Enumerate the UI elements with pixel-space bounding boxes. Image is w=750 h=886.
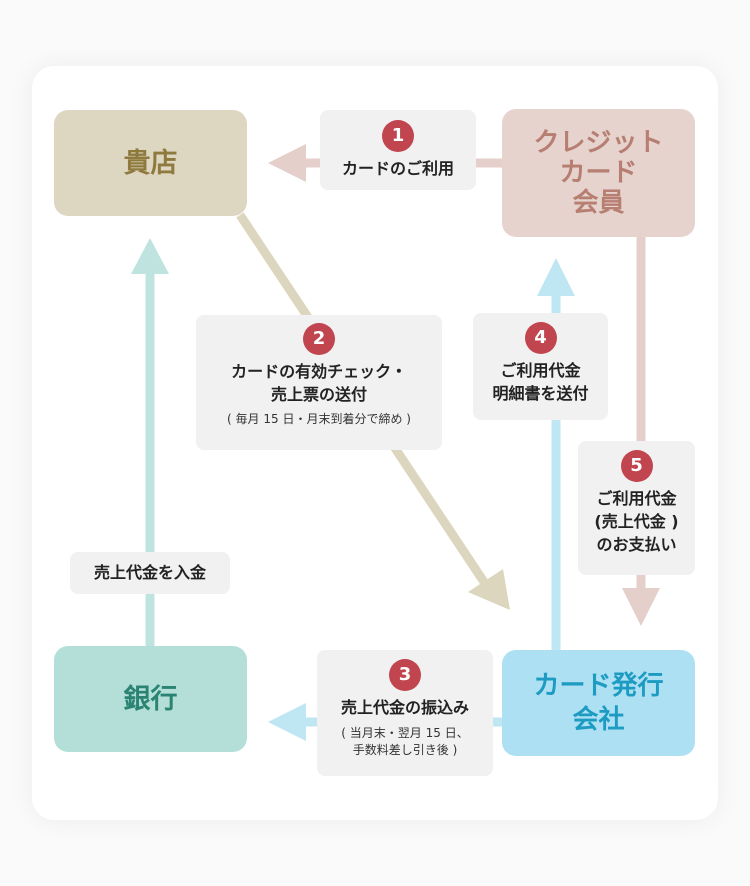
step-1-text: カードのご利用 [341, 159, 454, 178]
cardholder-label: クレジット カード 会員 [533, 128, 664, 218]
step-2-badge: 2 [303, 323, 335, 355]
bank-label: 銀行 [123, 683, 178, 715]
step-3-text: 売上代金の振込み [340, 698, 469, 717]
step-3-label: 3 売上代金の振込み ( 当月末・翌月 15 日、 手数料差し引き後 ) [317, 650, 493, 776]
step-2-label: 2 カードの有効チェック・ 売上票の送付 ( 毎月 15 日・月末到着分で締め … [196, 315, 442, 450]
step-5-badge: 5 [620, 450, 653, 482]
store-node: 貴店 [54, 110, 247, 216]
issuer-label: カード発行 会社 [533, 671, 664, 735]
step-2-text: カードの有効チェック・ 売上票の送付 [231, 362, 407, 404]
issuer-node: カード発行 会社 [502, 650, 695, 756]
step-3-note: ( 当月末・翌月 15 日、 手数料差し引き後 ) [341, 726, 469, 757]
step-2-note: ( 毎月 15 日・月末到着分で締め ) [227, 412, 411, 426]
step-5-label: 5 ご利用代金 (売上代金 ) のお支払い [578, 441, 695, 575]
step-4-label: 4 ご利用代金 明細書を送付 [473, 313, 608, 420]
step-4-badge: 4 [524, 322, 557, 354]
deposit-label: 売上代金を入金 [70, 552, 230, 594]
step-3-badge: 3 [389, 659, 421, 691]
step-4-text: ご利用代金 明細書を送付 [492, 361, 589, 403]
cardholder-node: クレジット カード 会員 [502, 109, 695, 237]
deposit-text: 売上代金を入金 [93, 563, 206, 582]
step-1-label: 1 カードのご利用 [320, 110, 476, 190]
step-5-text: ご利用代金 (売上代金 ) のお支払い [594, 489, 679, 554]
bank-node: 銀行 [54, 646, 247, 752]
step-1-badge: 1 [382, 120, 414, 152]
store-label: 貴店 [123, 147, 178, 179]
